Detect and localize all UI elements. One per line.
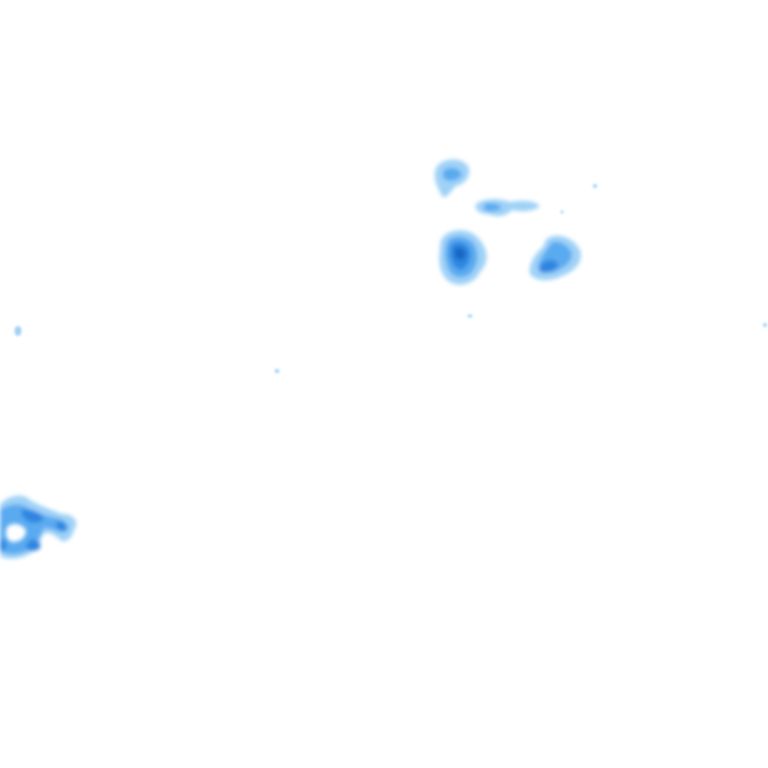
precip-cell-lower-left bbox=[0, 495, 77, 559]
precip-light-area bbox=[560, 210, 564, 214]
precip-light-area bbox=[467, 314, 473, 318]
precip-cell-main-right bbox=[529, 235, 581, 281]
precip-light-area bbox=[763, 323, 767, 327]
precip-light-area bbox=[274, 369, 280, 373]
precip-cell-upper-left bbox=[434, 159, 470, 198]
precip-strong-area bbox=[26, 539, 41, 551]
precip-strong-area bbox=[0, 539, 7, 552]
precip-light-area bbox=[14, 326, 22, 336]
precip-intense-area bbox=[454, 247, 466, 261]
precip-strong-area bbox=[56, 521, 67, 531]
precip-strong-area bbox=[539, 259, 558, 273]
precip-strong-area bbox=[21, 509, 44, 523]
precip-mid-area bbox=[0, 504, 69, 555]
precip-light-area bbox=[593, 184, 597, 188]
precip-mid-area bbox=[442, 167, 462, 181]
precip-specks bbox=[14, 184, 767, 373]
precip-mid-area bbox=[484, 203, 502, 212]
precip-band-small bbox=[475, 199, 540, 217]
precip-cell-main-left bbox=[439, 230, 487, 285]
